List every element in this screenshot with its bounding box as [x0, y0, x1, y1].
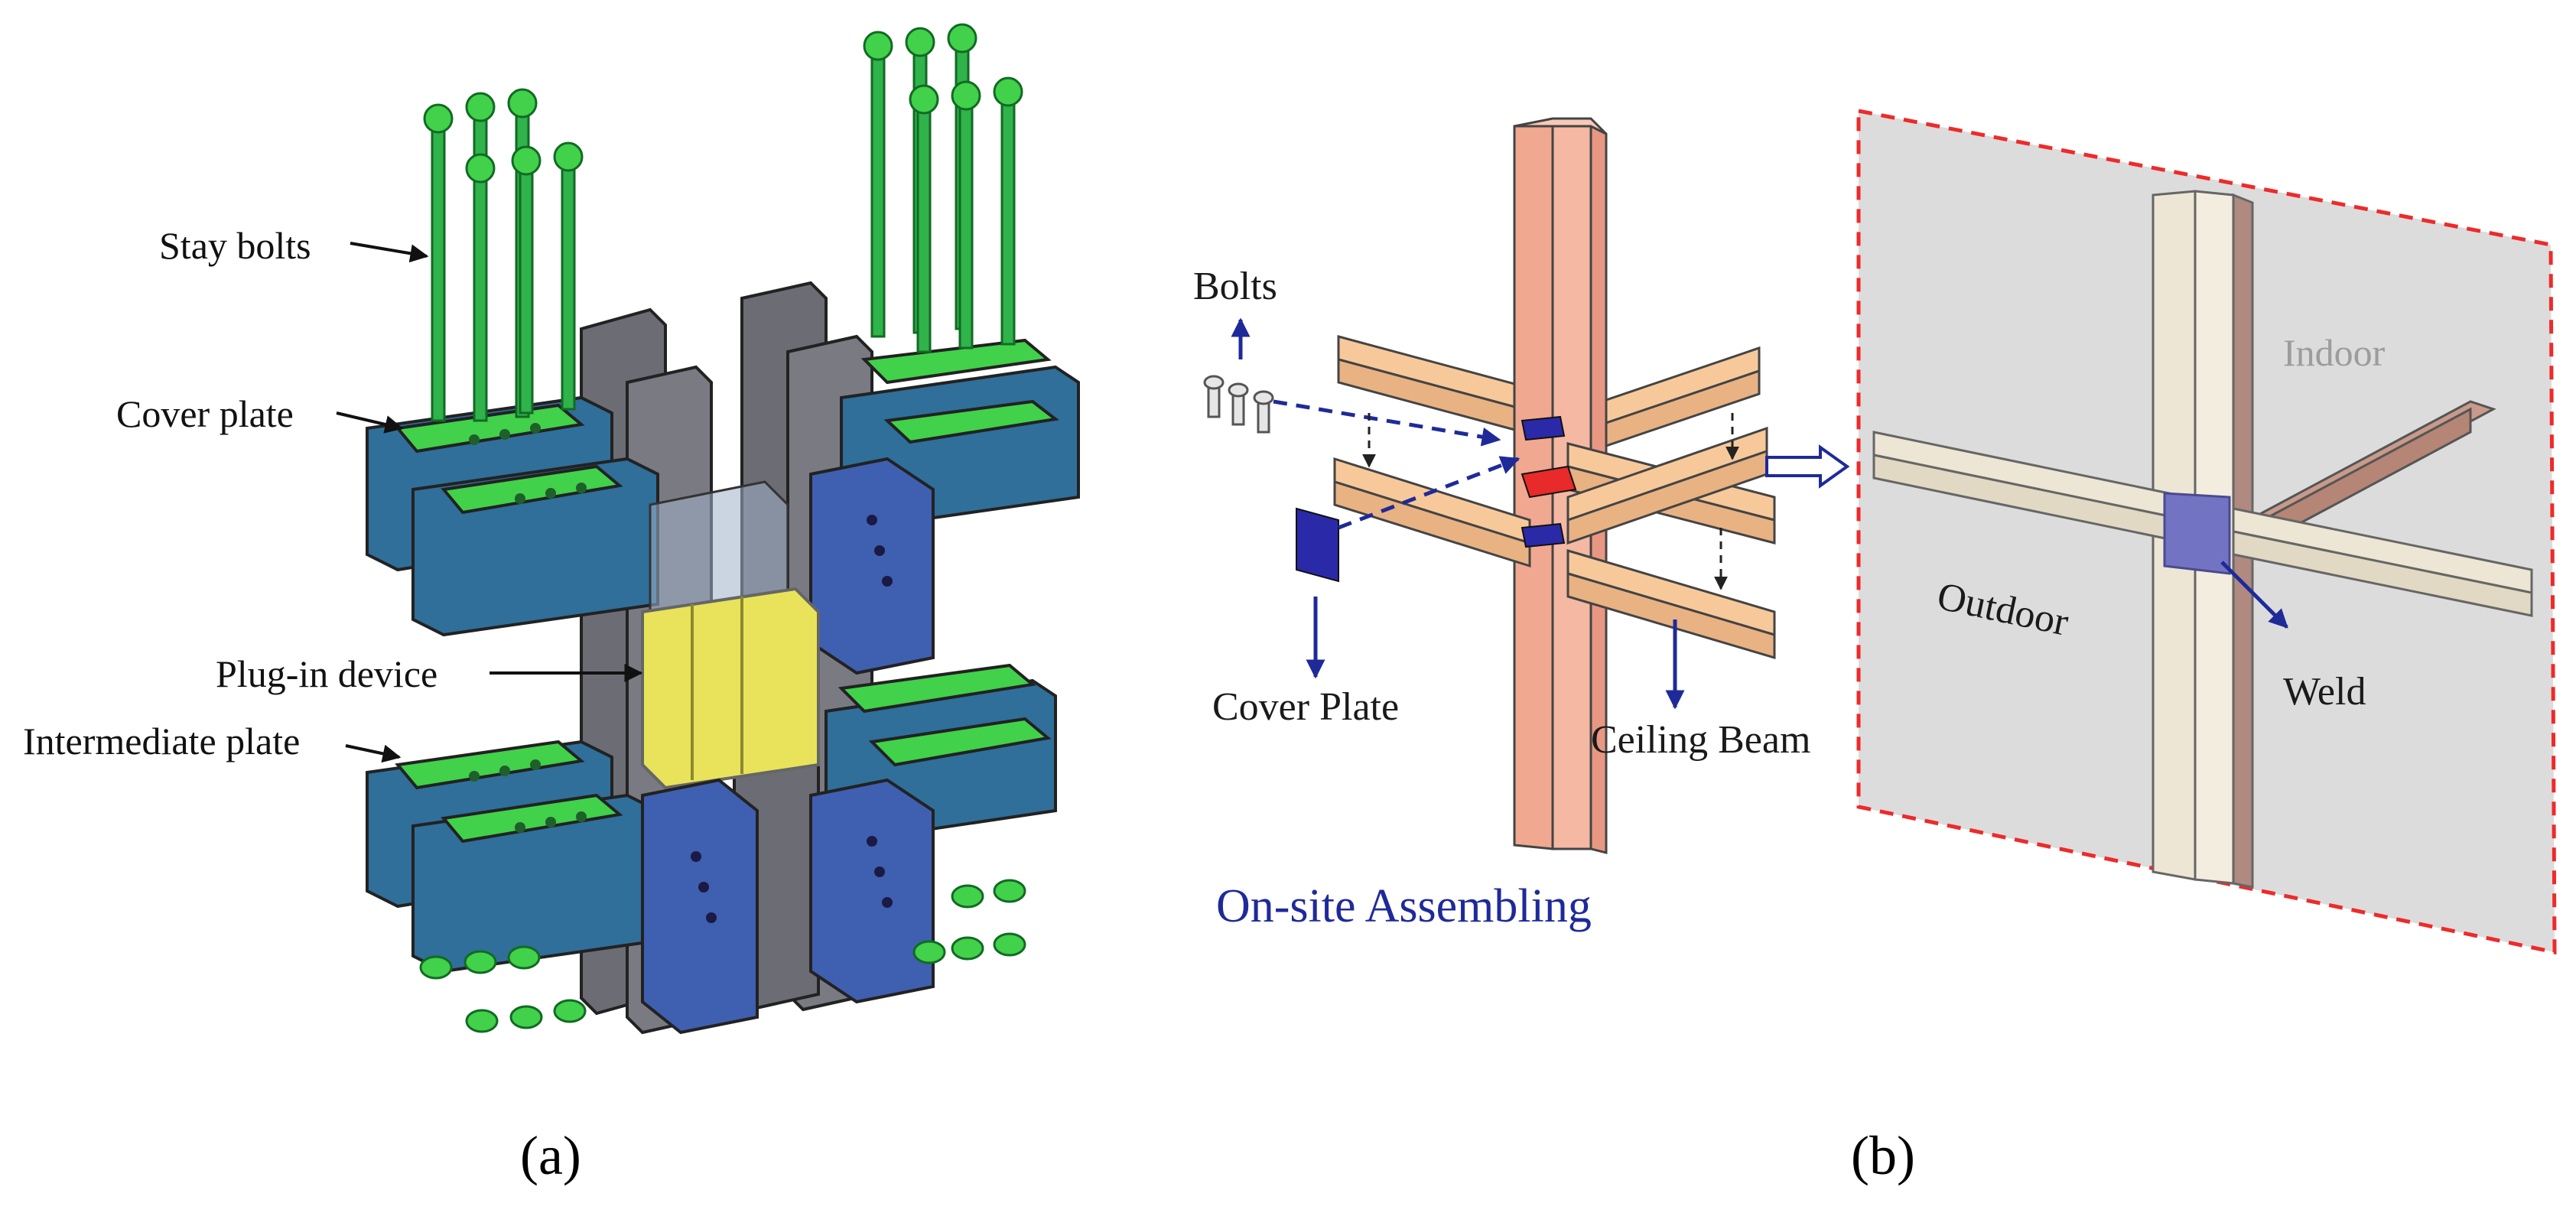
panel-letter-b: (b) [1851, 1125, 1915, 1186]
label-on-site-assembling: On-site Assembling [1216, 880, 1592, 932]
cover-plate-piece [1296, 507, 1339, 583]
weld-leader [2220, 561, 2288, 629]
label-weld: Weld [2283, 670, 2366, 714]
panel-letter-a: (a) [520, 1125, 581, 1186]
label-ceiling-beam: Ceiling Beam [1591, 718, 1811, 762]
blue-beam-upper-right [809, 338, 1080, 675]
blue-beam-upper-left [366, 395, 659, 637]
panel-a-leaders [336, 242, 643, 763]
label-indoor: Indoor [2283, 331, 2386, 374]
small-bolts [1203, 375, 1274, 434]
label-cover-plate-b: Cover Plate [1212, 685, 1400, 729]
plug-in-device [641, 480, 820, 790]
panel-b-assembly-drawing [1203, 117, 1850, 854]
label-intermediate-plate: Intermediate plate [23, 720, 301, 762]
stay-bolts [423, 23, 1023, 422]
label-stay-bolts: Stay bolts [159, 224, 311, 267]
blue-beam-lower-left [366, 740, 759, 1035]
panel-b-detail-drawing [1856, 108, 2557, 955]
assembly-arrows [1273, 399, 1739, 590]
panel-a-drawing [336, 23, 1080, 1035]
label-plug-in-device: Plug-in device [216, 652, 438, 695]
panel-b-leaders [1231, 317, 1685, 710]
nuts [419, 879, 1026, 1033]
label-cover-plate-a: Cover plate [116, 392, 294, 435]
label-bolts: Bolts [1193, 265, 1277, 308]
blue-beam-lower-right [809, 663, 1057, 1004]
weld-zone [2163, 492, 2231, 575]
detail-arrow [1765, 444, 1850, 489]
